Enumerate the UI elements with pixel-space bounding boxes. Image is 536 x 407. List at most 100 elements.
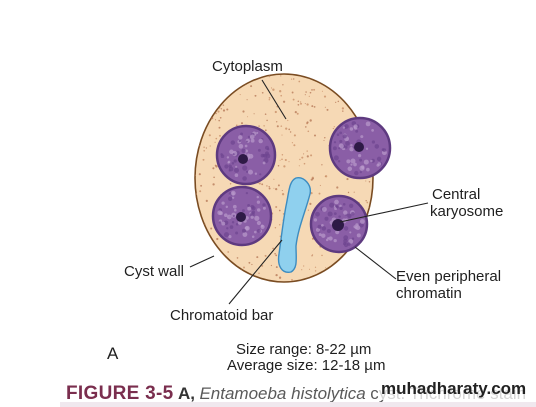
cytoplasm-granule	[219, 107, 221, 109]
cytoplasm-granule	[282, 84, 284, 86]
cytoplasm-granule	[306, 103, 309, 106]
cytoplasm-granule	[289, 131, 292, 133]
cytoplasm-granule	[221, 80, 223, 82]
cytoplasm-granule	[365, 238, 369, 242]
cytoplasm-granule	[352, 270, 354, 272]
cytoplasm-granule	[290, 78, 293, 80]
cytoplasm-granule	[207, 107, 209, 109]
cytoplasm-granule	[301, 269, 303, 271]
nucleus-texture	[344, 145, 348, 149]
nucleus-texture	[354, 170, 359, 176]
cytoplasm-granule	[309, 91, 312, 94]
cytoplasm-granule	[366, 259, 368, 261]
cytoplasm-granule	[200, 113, 203, 116]
nucleus-texture	[349, 127, 354, 131]
nucleus-texture	[339, 131, 343, 135]
nucleus-texture	[317, 224, 322, 229]
cytoplasm-granule	[220, 108, 223, 110]
cytoplasm-granule	[310, 154, 313, 157]
nucleus-texture	[355, 225, 361, 231]
nucleus-texture	[221, 221, 226, 226]
cytoplasm-granule	[303, 265, 305, 267]
nucleus-texture	[361, 166, 365, 170]
karyosome-3	[236, 212, 246, 222]
cytoplasm-granule	[365, 94, 368, 97]
nucleus-texture	[359, 219, 365, 224]
cytoplasm-granule	[335, 76, 338, 79]
nucleus-texture	[313, 218, 318, 222]
cytoplasm-granule	[358, 251, 362, 255]
nucleus-texture	[342, 134, 347, 139]
nucleus-texture	[244, 144, 248, 148]
cytoplasm-granule	[307, 209, 310, 211]
cytoplasm-granule	[254, 94, 257, 97]
nucleus-texture	[217, 210, 223, 216]
cytoplasm-granule	[321, 164, 323, 166]
cytoplasm-granule	[248, 261, 251, 264]
cytoplasm-granule	[275, 205, 278, 209]
nucleus-texture	[226, 156, 230, 159]
nucleus-texture	[333, 212, 337, 216]
cytoplasm-granule	[303, 162, 306, 165]
cytoplasm-granule	[292, 78, 295, 80]
cytoplasm-granule	[336, 186, 339, 189]
cytoplasm-granule	[204, 115, 206, 117]
nucleus-texture	[321, 223, 324, 227]
cytoplasm-granule	[224, 81, 226, 83]
nucleus-texture	[245, 170, 249, 173]
cytoplasm-granule	[341, 277, 344, 280]
label-chromatoid-bar: Chromatoid bar	[170, 307, 274, 324]
nucleus-texture	[250, 138, 255, 143]
nucleus-texture	[258, 138, 263, 144]
cytoplasm-granule	[312, 177, 314, 180]
leader-even-peripheral	[354, 246, 397, 280]
cytoplasm-granule	[332, 127, 334, 130]
cytoplasm-granule	[366, 105, 369, 108]
nucleus-texture	[260, 224, 264, 228]
nucleus-texture	[227, 160, 231, 164]
nucleus-texture	[250, 215, 254, 219]
cytoplasm-granule	[293, 134, 296, 137]
nucleus-texture	[338, 215, 341, 218]
cytoplasm-granule	[296, 112, 299, 115]
nucleus-texture	[245, 191, 249, 195]
cytoplasm-granule	[199, 190, 202, 193]
cytoplasm-granule	[323, 95, 327, 98]
cytoplasm-granule	[299, 101, 302, 103]
cytoplasm-granule	[214, 141, 216, 143]
nucleus-texture	[338, 147, 341, 150]
cytoplasm-granule	[313, 134, 317, 137]
cytoplasm-granule	[203, 149, 206, 152]
cytoplasm-granule	[326, 108, 329, 111]
nucleus-texture	[321, 206, 327, 212]
cytoplasm-granule	[211, 117, 214, 120]
cytoplasm-granule	[270, 264, 273, 267]
cytoplasm-granule	[205, 199, 208, 203]
nucleus-texture	[349, 231, 352, 234]
nucleus-texture	[356, 233, 361, 238]
cytoplasm-granule	[218, 126, 221, 129]
cytoplasm-granule	[225, 83, 228, 86]
nucleus-texture	[256, 195, 260, 199]
cytoplasm-granule	[268, 75, 271, 78]
cytoplasm-granule	[266, 119, 268, 122]
cytoplasm-granule	[297, 100, 300, 102]
cytoplasm-granule	[282, 100, 286, 103]
nucleus-texture	[355, 129, 359, 133]
nucleus-texture	[328, 236, 333, 241]
nucleus-texture	[230, 190, 236, 196]
cytoplasm-granule	[285, 127, 288, 130]
caption-panel-ref: A,	[177, 384, 195, 403]
nucleus-texture	[353, 162, 357, 167]
nucleus-texture	[230, 140, 236, 145]
cytoplasm-granule	[281, 190, 283, 192]
cytoplasm-granule	[310, 75, 313, 77]
cytoplasm-granule	[199, 119, 202, 122]
cytoplasm-granule	[280, 94, 283, 97]
nucleus-texture	[233, 167, 240, 173]
cytoplasm-granule	[236, 257, 239, 259]
cytoplasm-granule	[258, 272, 260, 274]
nucleus-texture	[376, 156, 382, 162]
cytoplasm-granule	[314, 270, 317, 272]
cytoplasm-granule	[335, 101, 337, 104]
